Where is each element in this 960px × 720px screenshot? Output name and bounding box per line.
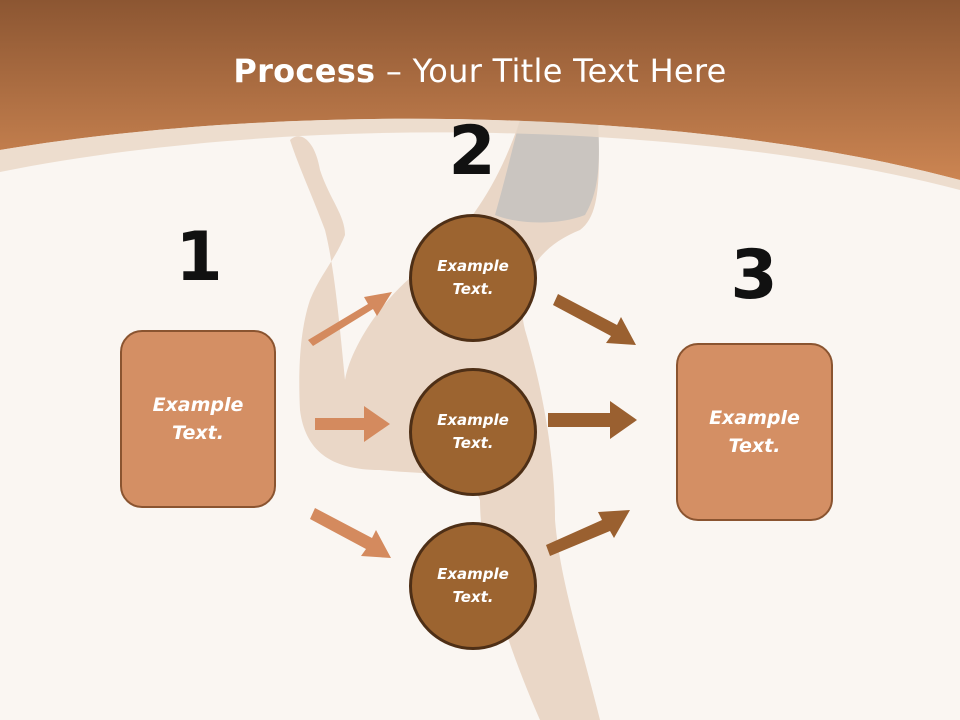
- header-swoosh: [0, 118, 960, 190]
- step-number-1: 1: [175, 218, 223, 297]
- arrow-from-top-circle: [553, 294, 636, 345]
- arrow-to-middle-circle: [315, 406, 390, 442]
- circle-middle[interactable]: Example Text.: [409, 368, 537, 496]
- circle-top[interactable]: Example Text.: [409, 214, 537, 342]
- circle-bottom-label: Example Text.: [437, 564, 509, 606]
- title-strong: Process: [233, 52, 376, 90]
- header-band: [0, 0, 960, 180]
- circle-middle-label: Example Text.: [437, 410, 509, 452]
- slide-title: Process – Your Title Text Here: [0, 52, 960, 90]
- right-box-label: Example Text.: [709, 406, 800, 458]
- circle-top-label: Example Text.: [437, 256, 509, 298]
- arrow-from-middle-circle: [548, 401, 637, 439]
- left-box-label: Example Text.: [152, 393, 244, 445]
- arrow-to-top-circle: [308, 292, 392, 346]
- right-box[interactable]: Example Text.: [676, 343, 833, 521]
- step-number-3: 3: [730, 236, 778, 315]
- title-rest: – Your Title Text Here: [375, 52, 727, 90]
- left-box[interactable]: Example Text.: [120, 330, 276, 508]
- arrow-from-bottom-circle: [546, 510, 630, 556]
- circle-bottom[interactable]: Example Text.: [409, 522, 537, 650]
- step-number-2: 2: [448, 112, 496, 191]
- arrow-to-bottom-circle: [310, 508, 391, 558]
